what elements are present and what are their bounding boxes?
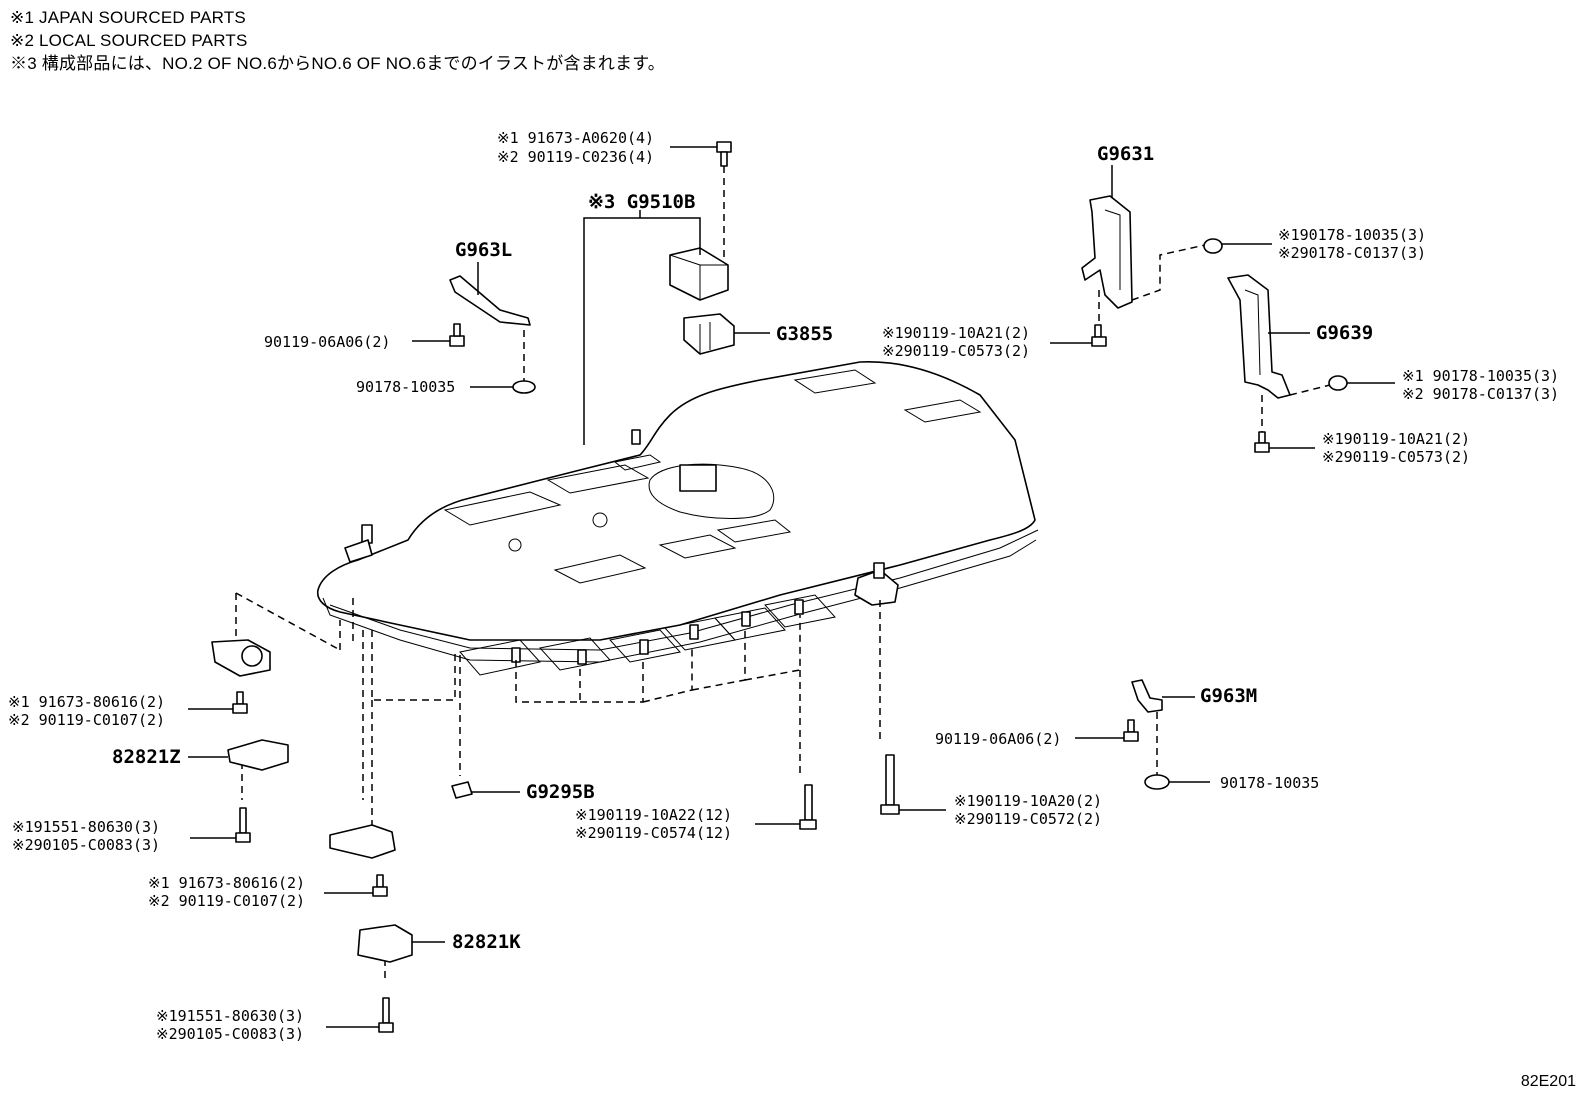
figure-code: 82E201 xyxy=(1520,1073,1576,1090)
label-ll-bolt-2: ※2 90119-C0107(2) xyxy=(8,711,165,729)
label-rb-bolt-1: ※190119-10A20(2) xyxy=(954,792,1102,810)
label-g963m: G963M xyxy=(1200,685,1257,707)
label-mid-bolt-2: ※2 90119-C0107(2) xyxy=(148,892,305,910)
label-bolt-b-1: ※190119-10A21(2) xyxy=(882,324,1030,342)
label-right-bolt: 90119-06A06(2) xyxy=(935,730,1061,748)
label-82821z: 82821Z xyxy=(112,746,181,768)
label-ll-screw-2: ※290105-C0083(3) xyxy=(12,836,160,854)
label-top-bolt-1: ※1 91673-A0620(4) xyxy=(497,129,654,147)
g963l-bracket xyxy=(412,262,536,394)
labels: ※1 91673-A0620(4) ※2 90119-C0236(4) ※3 G… xyxy=(8,129,1559,1043)
label-long-bolt-1: ※190119-10A22(12) xyxy=(575,806,732,824)
note-local-sourced: ※2 LOCAL SOURCED PARTS xyxy=(10,31,248,50)
notes-block: ※1 JAPAN SOURCED PARTS ※2 LOCAL SOURCED … xyxy=(10,6,665,75)
g9510b-group xyxy=(583,141,732,445)
lower-left-parts xyxy=(188,639,520,1033)
label-bot-screw-1: ※191551-80630(3) xyxy=(156,1007,304,1025)
label-g9631: G9631 xyxy=(1097,143,1154,165)
g9639-bracket xyxy=(1227,274,1395,453)
label-left-nut: 90178-10035 xyxy=(356,378,455,396)
label-ll-screw-1: ※191551-80630(3) xyxy=(12,818,160,836)
label-bolt-d-2: ※290119-C0573(2) xyxy=(1322,448,1470,466)
label-nut-a-1: ※190178-10035(3) xyxy=(1278,226,1426,244)
label-nut-c-1: ※1 90178-10035(3) xyxy=(1402,367,1559,385)
note-components: ※3 構成部品には、NO.2 OF NO.6からNO.6 OF NO.6までのイ… xyxy=(10,54,665,73)
label-nut-a-2: ※290178-C0137(3) xyxy=(1278,244,1426,262)
label-right-nut: 90178-10035 xyxy=(1220,774,1319,792)
label-g3855: G3855 xyxy=(776,323,833,345)
battery-tray xyxy=(316,360,1039,676)
label-rb-bolt-2: ※290119-C0572(2) xyxy=(954,810,1102,828)
label-long-bolt-2: ※290119-C0574(12) xyxy=(575,824,732,842)
g9631-bracket xyxy=(1050,165,1272,347)
long-bolt-center xyxy=(755,784,817,830)
label-bolt-b-2: ※290119-C0573(2) xyxy=(882,342,1030,360)
label-left-bolt: 90119-06A06(2) xyxy=(264,333,390,351)
label-top-bolt-2: ※2 90119-C0236(4) xyxy=(497,148,654,166)
label-82821k: 82821K xyxy=(452,931,521,953)
label-mid-bolt-1: ※1 91673-80616(2) xyxy=(148,874,305,892)
label-bot-screw-2: ※290105-C0083(3) xyxy=(156,1025,304,1043)
label-g9639: G9639 xyxy=(1316,322,1373,344)
label-g9510b: ※3 G9510B xyxy=(588,191,695,213)
label-g9295b: G9295B xyxy=(526,781,595,803)
long-bolt-right xyxy=(880,754,946,815)
label-ll-bolt-1: ※1 91673-80616(2) xyxy=(8,693,165,711)
label-nut-c-2: ※2 90178-C0137(3) xyxy=(1402,385,1559,403)
label-bolt-d-1: ※190119-10A21(2) xyxy=(1322,430,1470,448)
g3855-sensor xyxy=(683,313,770,355)
label-g963l: G963L xyxy=(455,239,512,261)
assembly-lines xyxy=(235,592,881,978)
g963m-bracket xyxy=(1075,679,1210,790)
note-japan-sourced: ※1 JAPAN SOURCED PARTS xyxy=(10,8,246,27)
